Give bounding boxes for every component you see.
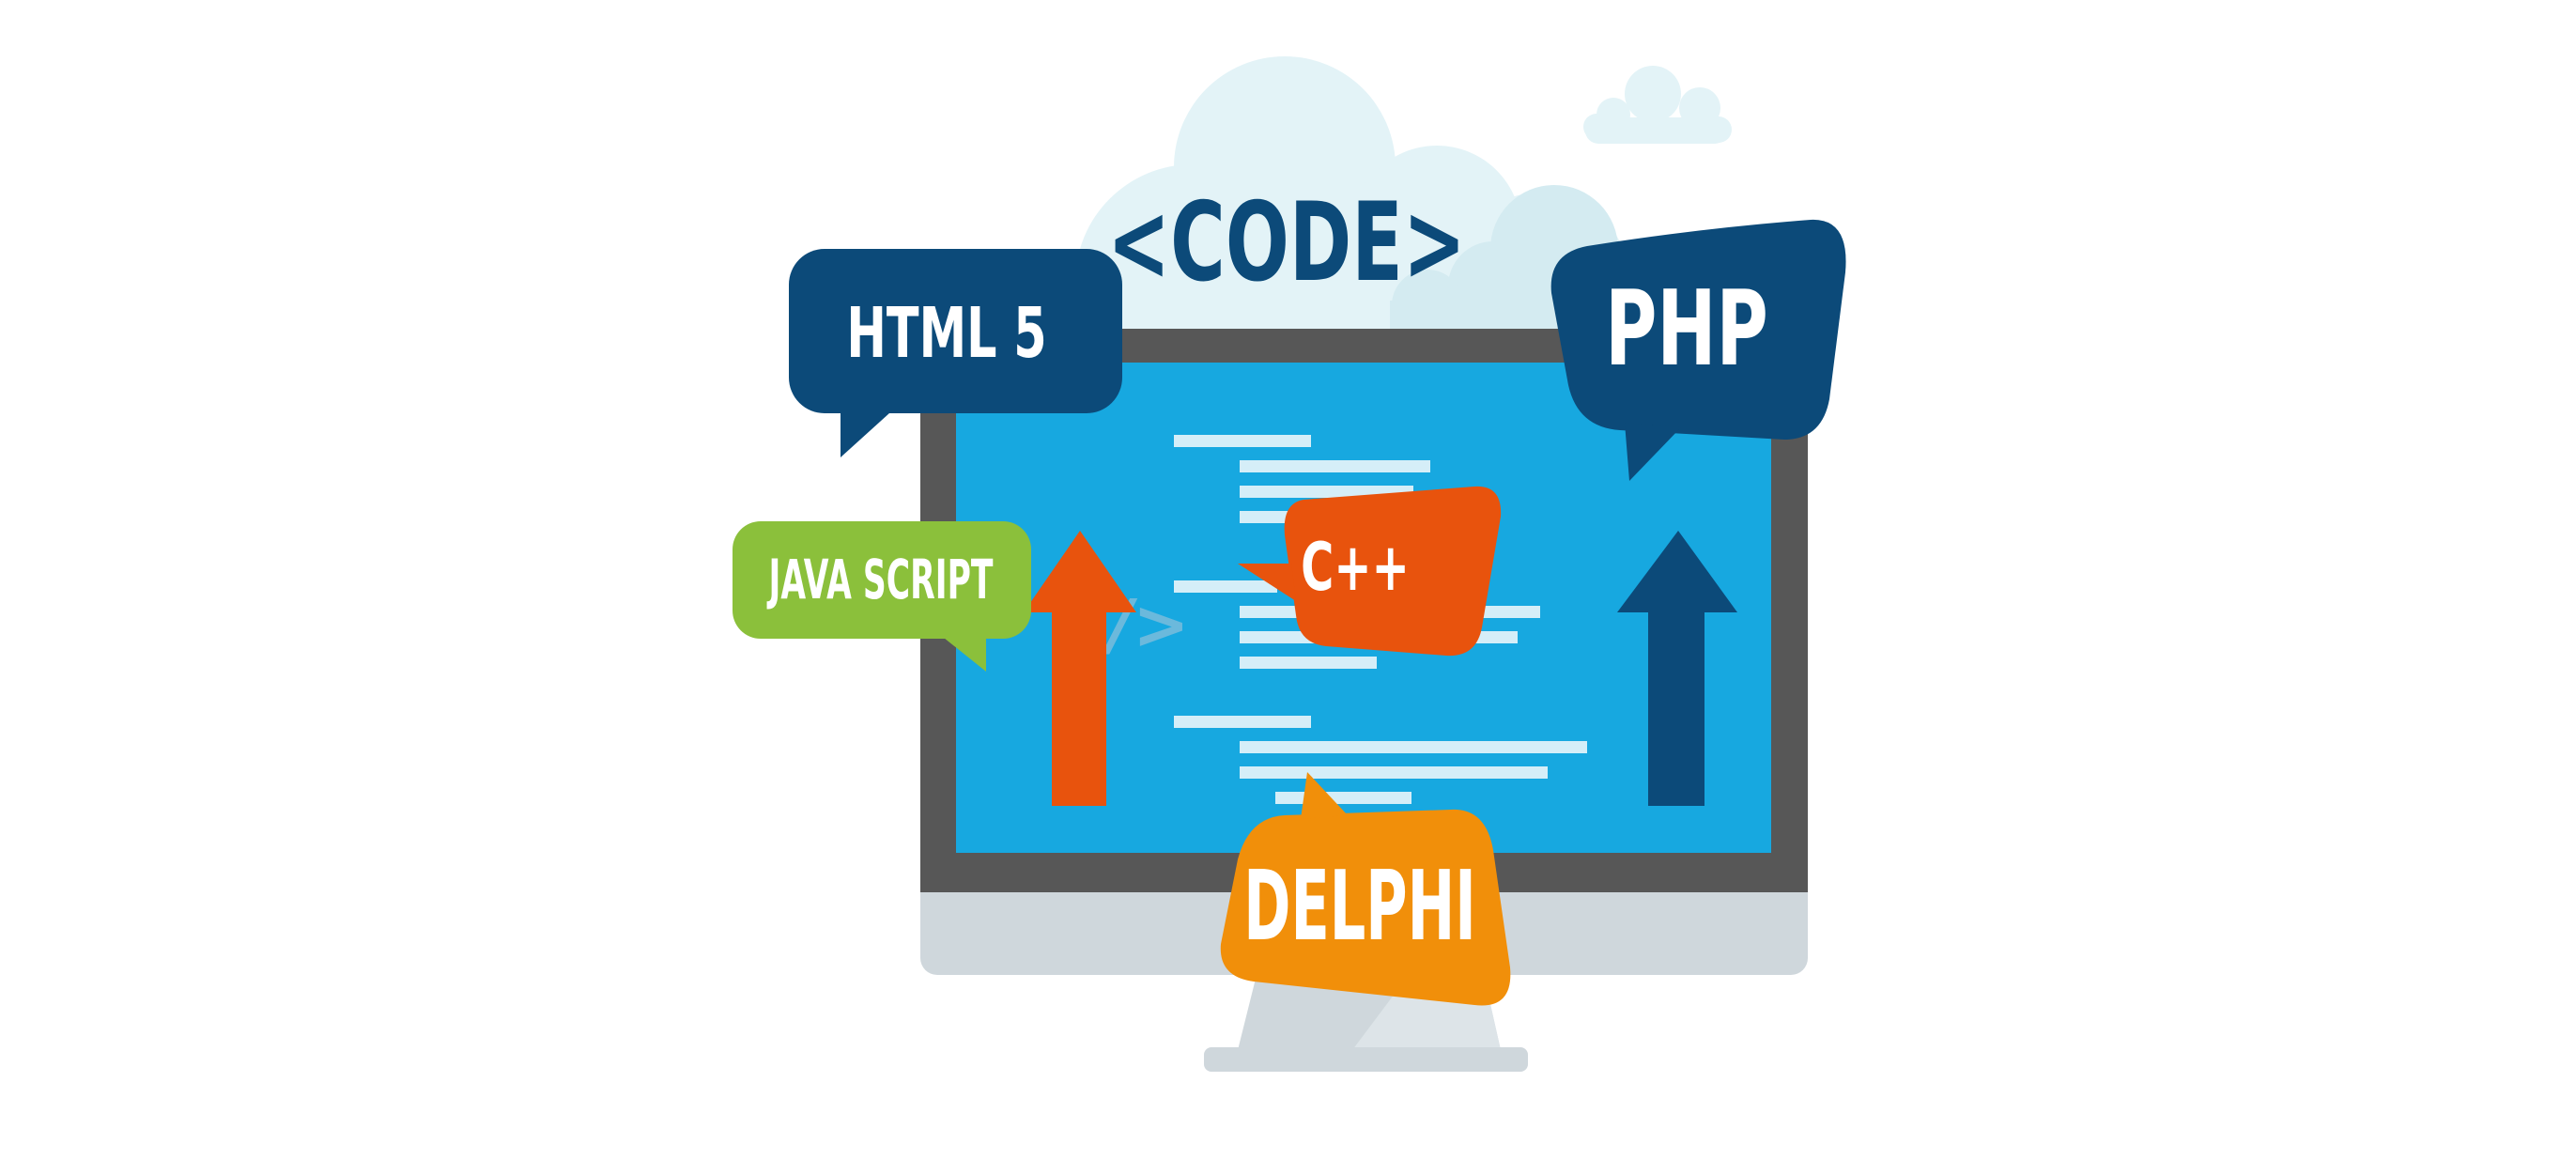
php-label: PHP bbox=[1605, 269, 1768, 389]
html5-label: HTML 5 bbox=[846, 293, 1046, 374]
arrow-up-icon bbox=[1617, 531, 1737, 806]
code-tag: <CODE> bbox=[1107, 180, 1466, 306]
delphi-label: DELPHI bbox=[1243, 850, 1475, 962]
delphi-speech-bubble: DELPHI bbox=[1220, 772, 1511, 1006]
javascript-speech-bubble: JAVA SCRIPT bbox=[733, 521, 1031, 672]
cpp-speech-bubble: C++ bbox=[1238, 486, 1502, 657]
arrow-up-icon bbox=[1024, 531, 1136, 806]
php-speech-bubble: PHP bbox=[1550, 219, 1846, 481]
cpp-label: C++ bbox=[1301, 530, 1410, 607]
monitor-base bbox=[1204, 1047, 1528, 1072]
html5-speech-bubble: HTML 5 bbox=[789, 249, 1122, 457]
small-cloud-icon bbox=[1583, 66, 1732, 144]
javascript-label: JAVA SCRIPT bbox=[766, 549, 994, 612]
